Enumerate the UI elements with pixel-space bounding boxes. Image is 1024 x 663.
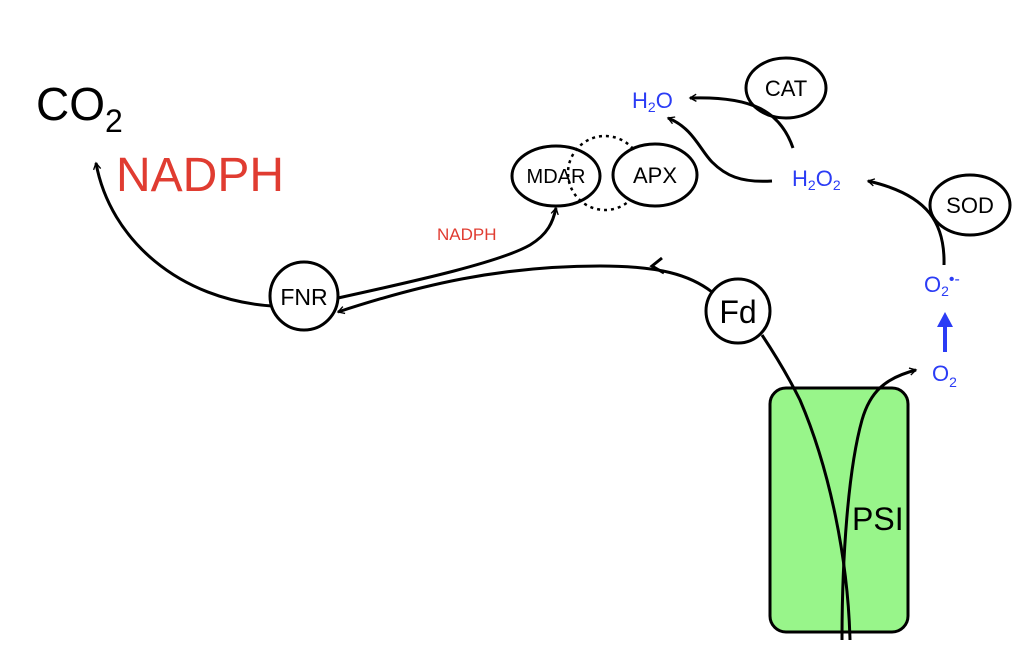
psi-to-fd-path xyxy=(760,334,852,641)
co2-label: CO2 xyxy=(36,78,123,139)
fd-node xyxy=(704,277,772,345)
nadph-product-label: NADPH xyxy=(116,149,284,202)
superoxide-label: O2•- xyxy=(924,271,960,299)
nadph-small-label: NADPH xyxy=(437,225,497,244)
sod-label: SOD xyxy=(946,193,994,218)
oxygen-label: O2 xyxy=(932,361,957,390)
fd-label: Fd xyxy=(719,294,756,330)
fnr-to-nadph-arrow xyxy=(92,161,273,308)
psi-to-o2-path xyxy=(840,367,918,641)
apx-label: APX xyxy=(633,163,677,188)
h2o2-label: H2O2 xyxy=(792,166,841,193)
fnr-node xyxy=(268,260,340,332)
psi-complex-box xyxy=(768,386,910,634)
fd-to-fnr-arrow xyxy=(336,264,713,315)
fnr-to-mdar-arrow xyxy=(337,206,559,300)
sod-node xyxy=(928,173,1012,237)
o2-to-superoxide-arrowhead xyxy=(937,312,953,327)
apx-node xyxy=(611,142,699,208)
mdar-node xyxy=(510,144,602,208)
cat-label: CAT xyxy=(765,76,807,101)
h2o-label: H2O xyxy=(632,88,673,115)
psi-label: PSI xyxy=(852,501,904,537)
fd-arrowhead-mark xyxy=(649,256,665,275)
sod-o2rad-to-h2o2-arrow xyxy=(866,178,946,266)
cat-node xyxy=(744,56,828,120)
mdar-label: MDAR xyxy=(527,166,586,188)
cat-h2o2-to-h2o-arrow xyxy=(688,93,795,149)
apx-h2o2-to-h2o-arrow xyxy=(666,116,773,183)
fnr-label: FNR xyxy=(280,284,327,310)
